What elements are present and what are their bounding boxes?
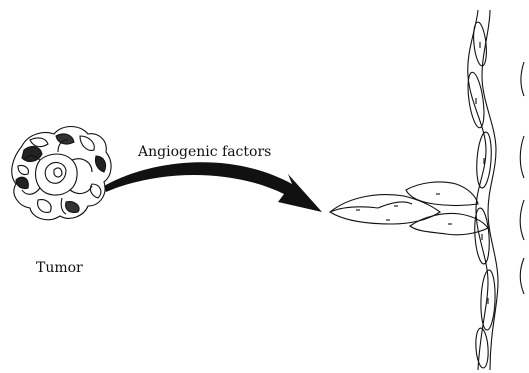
tumor-label: Tumor <box>36 260 83 276</box>
vessel-edge-right <box>520 62 524 294</box>
arrow <box>104 162 322 212</box>
angiogenic-sprout <box>330 182 488 235</box>
blood-vessel <box>465 10 498 370</box>
arrow-label: Angiogenic factors <box>138 144 271 160</box>
tumor-illustration <box>12 127 111 220</box>
